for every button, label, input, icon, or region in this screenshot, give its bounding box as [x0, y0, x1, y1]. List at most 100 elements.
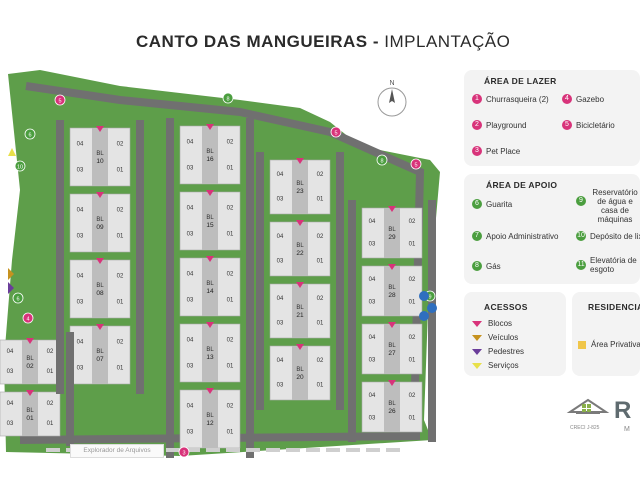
- file-explorer-tooltip[interactable]: Explorador de Arquivos: [70, 444, 164, 458]
- unit-number: 02: [409, 335, 416, 341]
- block-core: [202, 192, 218, 250]
- internal-road: [66, 332, 74, 446]
- internal-road: [136, 120, 144, 394]
- unit-number: 04: [277, 358, 284, 364]
- marker-number: 6: [16, 296, 19, 302]
- block-core: [384, 266, 400, 316]
- block-access-arrow-icon: [296, 220, 304, 226]
- legend-label: Depósito de lixo: [590, 231, 640, 241]
- unit-number: 01: [317, 197, 324, 203]
- block-access-arrow-icon: [388, 264, 396, 270]
- marker-number: 5: [414, 162, 417, 168]
- marker-number: 5: [334, 130, 337, 136]
- block-tag: BL: [206, 281, 214, 287]
- unit-number: 02: [117, 141, 124, 147]
- marker-number: 5: [58, 98, 61, 104]
- block-number: 08: [96, 290, 104, 297]
- internal-road: [428, 200, 436, 442]
- block-number: 27: [388, 350, 396, 357]
- marker-3-icon: 3: [472, 146, 482, 156]
- unit-number: 04: [187, 337, 194, 343]
- internal-road: [166, 118, 174, 458]
- unit-number: 01: [409, 242, 416, 248]
- marker-dot: [330, 126, 342, 138]
- block-tag: BL: [96, 151, 104, 157]
- legend-label: Blocos: [488, 319, 513, 328]
- block-number: 13: [206, 354, 214, 361]
- block-core: [292, 160, 308, 214]
- block-number: 15: [206, 222, 214, 229]
- page-title: CANTO DAS MANGUEIRAS - IMPLANTAÇÃO: [0, 32, 640, 52]
- unit-number: 01: [409, 358, 416, 364]
- block-access-arrow-icon: [296, 344, 304, 350]
- marker-dot: [22, 312, 34, 324]
- unit-number: 02: [47, 349, 54, 355]
- unit-number: 04: [77, 207, 84, 213]
- marker-number: 10: [17, 164, 23, 170]
- map-marker-icon: 5: [330, 126, 342, 138]
- legend-item-pedestres: Pedestres: [472, 347, 524, 356]
- block-tag: BL: [26, 356, 34, 362]
- block-core: [92, 260, 108, 318]
- parking-stripe: [306, 448, 320, 452]
- unit-number: 01: [317, 383, 324, 389]
- unit-number: 02: [117, 207, 124, 213]
- unit-number: 02: [227, 271, 234, 277]
- block-core: [292, 222, 308, 276]
- unit-number: 01: [227, 166, 234, 172]
- unit-number: 01: [117, 234, 124, 240]
- map-marker-icon: 8: [376, 154, 388, 166]
- unit-number: 04: [277, 234, 284, 240]
- block-core: [384, 324, 400, 374]
- marker-8-icon: 8: [472, 261, 482, 271]
- water-tank-icon: [419, 311, 429, 321]
- unit-number: 03: [369, 242, 376, 248]
- parking-stripe: [386, 448, 400, 452]
- unit-number: 03: [277, 321, 284, 327]
- unit-number: 03: [187, 232, 194, 238]
- unit-number: 03: [77, 300, 84, 306]
- parking-stripe: [266, 448, 280, 452]
- map-marker-icon: 3: [178, 446, 190, 458]
- parking-stripe: [166, 448, 180, 452]
- block-tag: BL: [388, 343, 396, 349]
- map-marker-icon: 4: [22, 312, 34, 324]
- internal-road: [246, 118, 254, 458]
- unit-number: 02: [47, 401, 54, 407]
- unit-number: 04: [77, 141, 84, 147]
- parking-stripe: [46, 448, 60, 452]
- water-tank-icon: [419, 291, 429, 301]
- marker-number: 8: [380, 158, 383, 164]
- service-access-arrow-icon: [8, 148, 16, 156]
- block-core: [22, 392, 38, 436]
- veiculos-arrow-icon: [472, 334, 482, 341]
- block-number: 21: [296, 312, 304, 319]
- unit-number: 01: [117, 366, 124, 372]
- block-number: 26: [388, 408, 396, 415]
- unit-number: 01: [117, 168, 124, 174]
- logo-sub: M: [624, 426, 630, 433]
- block-access-arrow-icon: [206, 388, 214, 394]
- block-core: [202, 258, 218, 316]
- marker-dot: [410, 158, 422, 170]
- block-number: 23: [296, 188, 304, 195]
- block-tag: BL: [388, 285, 396, 291]
- title-light: IMPLANTAÇÃO: [384, 32, 511, 51]
- logo-letters: R: [614, 397, 631, 424]
- logo-creci: CRECI J-825: [570, 425, 600, 431]
- unit-number: 02: [117, 273, 124, 279]
- unit-number: 03: [77, 168, 84, 174]
- unit-number: 01: [227, 430, 234, 436]
- unit-number: 02: [227, 403, 234, 409]
